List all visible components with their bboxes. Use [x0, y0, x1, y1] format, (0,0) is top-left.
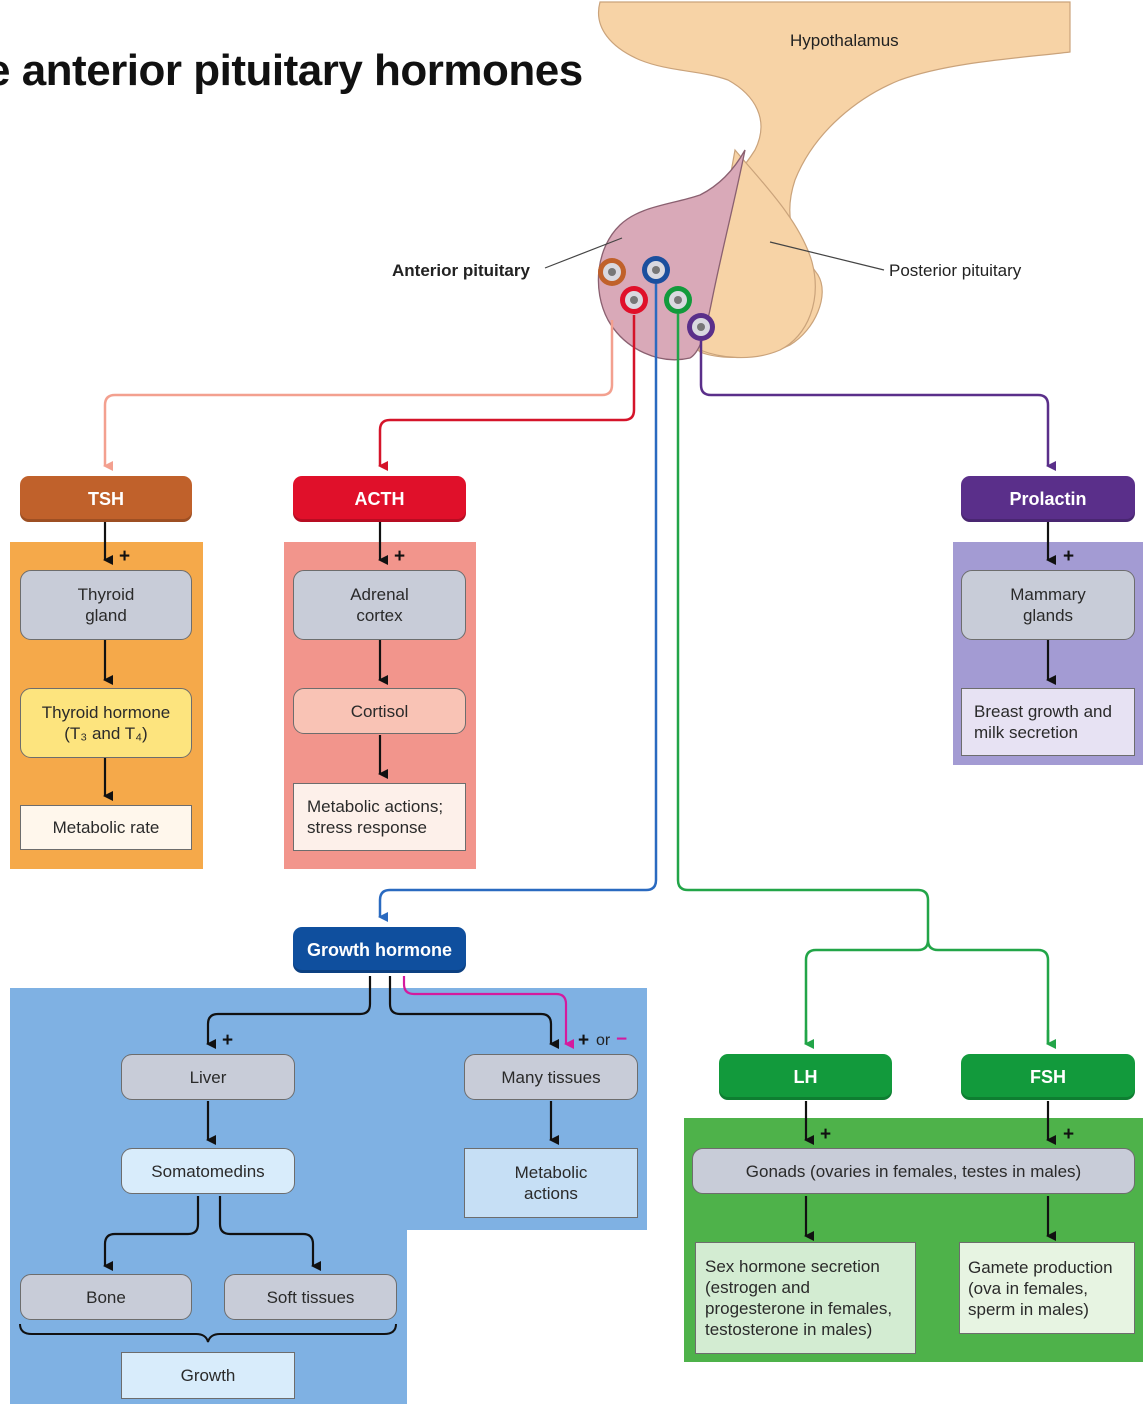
plus-sign-fsh: +: [1063, 1124, 1075, 1145]
prolactin-cell: [687, 313, 715, 341]
posterior-leader: [769, 241, 885, 271]
acth-cell: [620, 286, 648, 314]
arrow-gh-tissues-magenta: [402, 976, 574, 1049]
anterior-leader: [544, 237, 623, 269]
thyroid-hormone-box: Thyroid hormone (T₃ and T₄): [20, 688, 192, 758]
bone-box: Bone: [20, 1274, 192, 1320]
breast-growth-box: Breast growth and milk secretion: [961, 688, 1135, 756]
plus-sign-tsh: +: [119, 546, 131, 567]
prolactin-path: [699, 341, 1056, 471]
many-tissues-box: Many tissues: [464, 1054, 638, 1100]
liver-box: Liver: [121, 1054, 295, 1100]
arrow-somatomedins-bone: [103, 1196, 200, 1271]
tsh-cell: [598, 258, 626, 286]
growth-box: Growth: [121, 1352, 295, 1399]
sex-hormone-box: Sex hormone secretion (estrogen and prog…: [695, 1242, 916, 1354]
soft-tissues-box: Soft tissues: [224, 1274, 397, 1320]
arrow-gh-tissues: [388, 976, 559, 1049]
acth-box: ACTH: [293, 476, 466, 522]
metabolic-stress-box: Metabolic actions; stress response: [293, 783, 466, 851]
mammary-glands-box: Mammary glands: [961, 570, 1135, 640]
tsh-box: TSH: [20, 476, 192, 522]
lh-box: LH: [719, 1054, 892, 1100]
growth-brace: [19, 1323, 397, 1343]
hypothalamus-label: Hypothalamus: [790, 31, 899, 50]
plus-sign-tissues: +: [578, 1030, 590, 1051]
arrow-gh-liver: [206, 976, 372, 1049]
gonadotropin-cell: [664, 286, 692, 314]
page-title: e anterior pituitary hormones: [0, 46, 583, 95]
acth-path: [378, 315, 636, 471]
thyroid-gland-box: Thyroid gland: [20, 570, 192, 640]
metabolic-actions-box: Metabolic actions: [464, 1148, 638, 1218]
growth-hormone-box: Growth hormone: [293, 927, 466, 973]
gh-path: [378, 284, 658, 922]
gonads-box: Gonads (ovaries in females, testes in ma…: [692, 1148, 1135, 1194]
or-label: or: [596, 1032, 611, 1049]
posterior-pituitary-label: Posterior pituitary: [889, 261, 1022, 280]
tsh-path: [103, 320, 614, 471]
gh-cell: [642, 256, 670, 284]
metabolic-rate-box: Metabolic rate: [20, 805, 192, 850]
fsh-box: FSH: [961, 1054, 1135, 1100]
plus-sign-liver: +: [222, 1030, 234, 1051]
gamete-production-box: Gamete production (ova in females, sperm…: [959, 1242, 1135, 1334]
anterior-pituitary-label: Anterior pituitary: [392, 261, 530, 280]
plus-sign-prolactin: +: [1063, 546, 1075, 567]
adrenal-cortex-box: Adrenal cortex: [293, 570, 466, 640]
prolactin-box: Prolactin: [961, 476, 1135, 522]
minus-sign-tissues: −: [616, 1029, 628, 1050]
somatomedins-box: Somatomedins: [121, 1148, 295, 1194]
plus-sign-acth: +: [394, 546, 406, 567]
plus-sign-lh: +: [820, 1124, 832, 1145]
cortisol-box: Cortisol: [293, 688, 466, 734]
arrow-somatomedins-soft: [218, 1196, 321, 1271]
gonadotropin-path: [676, 314, 1050, 1044]
